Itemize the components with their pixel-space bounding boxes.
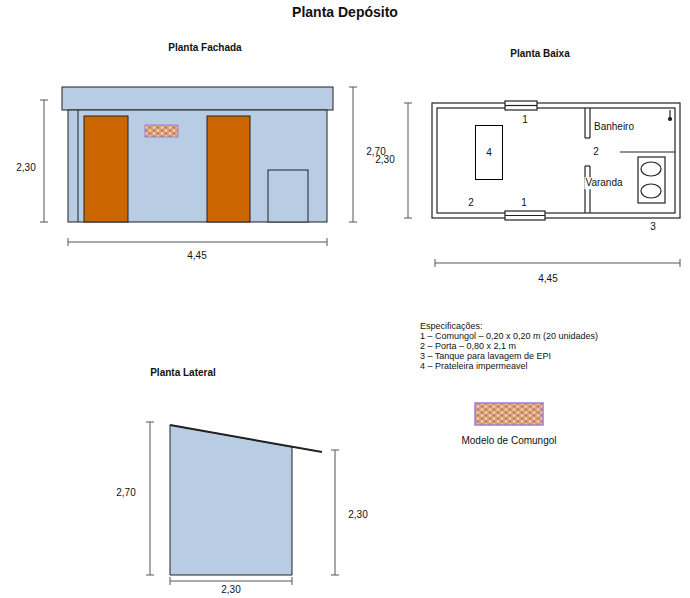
dimension-line [435, 259, 436, 267]
dimension-line [404, 103, 680, 267]
floor-plan [638, 157, 665, 203]
facade-view [207, 116, 250, 222]
floor-plan [620, 151, 675, 152]
facade-view [62, 87, 333, 110]
view-title: Planta Baixa [510, 48, 569, 60]
dimension-line [44, 100, 45, 222]
dimension-line [40, 100, 48, 101]
dimension-line [40, 222, 48, 223]
facade-view [68, 110, 327, 222]
floor-plan [669, 110, 670, 118]
dimension-line [349, 87, 357, 88]
callout-number: 2 [467, 197, 475, 209]
view-title: Planta Fachada [168, 42, 241, 54]
side-view [170, 425, 292, 575]
page-title: Planta Depósito [292, 4, 398, 20]
room-name: Varanda [584, 177, 623, 189]
dimension-line [335, 450, 336, 575]
spec-line: 4 – Prateleira impermeavel [420, 361, 528, 371]
facade-view [84, 116, 128, 222]
spec-heading: Especificações: [420, 321, 483, 331]
spec-line: 2 – Porta – 0,80 x 2,1 m [420, 341, 516, 351]
floor-plan [585, 165, 590, 166]
dimension-line [68, 238, 69, 246]
dimension-line [680, 259, 681, 267]
dimension-line [331, 450, 339, 451]
dimension-line [435, 263, 680, 264]
callout-number: 1 [521, 114, 529, 126]
floor-plan [505, 101, 537, 110]
dimension-line [349, 222, 357, 223]
dimension-line [68, 242, 327, 243]
dimension: 2,30 [16, 162, 35, 174]
floor-plan [505, 215, 545, 216]
callout-number: 3 [649, 221, 657, 233]
dimension-line [404, 103, 412, 104]
dimension: 2,30 [221, 584, 240, 596]
dimension-line [408, 103, 409, 218]
floor-plan [585, 137, 590, 138]
floor-plan [584, 166, 585, 213]
facade-view [78, 110, 79, 222]
dimension-line [170, 581, 292, 582]
dimension-line [170, 577, 171, 585]
facade-view [268, 170, 308, 222]
dimension: 4,45 [538, 273, 557, 285]
facade-view [145, 125, 178, 137]
comungol-sample [475, 403, 543, 425]
spec-line: 3 – Tanque para lavagem de EPI [420, 351, 551, 361]
floor-plan [437, 108, 675, 213]
dimension-line [331, 575, 339, 576]
facade-view [62, 87, 333, 222]
floor-plan [432, 103, 680, 218]
floor-plan [641, 162, 661, 176]
dimension-line [146, 422, 339, 585]
floor-plan [669, 118, 672, 121]
floor-plan [589, 108, 590, 138]
dimension-line [40, 87, 357, 246]
sample-caption: Modelo de Comungol [461, 435, 556, 447]
dimension-line [146, 575, 154, 576]
shelf-box: 4 [475, 125, 503, 180]
callout-number: 2 [592, 146, 600, 158]
floor-plan [505, 105, 537, 106]
dimension-line [150, 422, 151, 575]
floor-plan [432, 101, 680, 220]
spec-line: 1 – Comungol – 0,20 x 0,20 m (20 unidade… [420, 331, 598, 341]
side-view [170, 425, 322, 452]
floor-plan [505, 211, 545, 220]
dimension: 4,45 [187, 250, 206, 262]
view-title: Planta Lateral [150, 367, 216, 379]
dimension: 2,30 [375, 154, 394, 166]
dimension-line [327, 238, 328, 246]
side-view [170, 425, 322, 575]
dimension: 2,30 [348, 509, 367, 521]
callout-number: 4 [486, 147, 492, 158]
dimension-line [404, 218, 412, 219]
floor-plan [641, 184, 661, 198]
floor-plan [589, 166, 590, 213]
callout-number: 1 [520, 197, 528, 209]
dimension-line [353, 87, 354, 222]
dimension: 2,70 [116, 487, 135, 499]
comungol-sample [475, 403, 543, 425]
dimension-line [146, 422, 154, 423]
dimension-line [292, 577, 293, 585]
room-name: Banheiro [593, 121, 635, 133]
floor-plan [584, 108, 585, 138]
